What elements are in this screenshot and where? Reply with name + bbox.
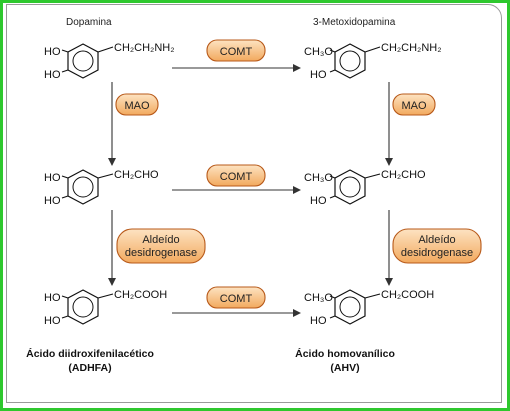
aldehyde-right-structure: CH₃O HO CH₂CHO bbox=[304, 169, 426, 207]
ahv-ho: HO bbox=[310, 315, 327, 327]
aldehyde-right-och3: CH₃O bbox=[304, 172, 333, 184]
dopamine-title: Dopamina bbox=[66, 17, 112, 28]
aldehyde-dehydrogenase-pill-right: Aldeído desidrogenase bbox=[392, 228, 482, 264]
adhfa-ho-top: HO bbox=[44, 292, 61, 304]
ald-left-line1: Aldeído bbox=[142, 234, 179, 246]
adhfa-name: Ácido diidroxifenilacético bbox=[26, 347, 154, 360]
comt-pill-middle: COMT bbox=[206, 164, 266, 187]
dopamine-ho-top: HO bbox=[44, 46, 61, 58]
methoxydopamine-structure: CH₃O HO CH₂CH₂NH₂ bbox=[304, 42, 441, 81]
mao-label-left: MAO bbox=[124, 100, 150, 112]
methoxydopamine-ho: HO bbox=[310, 69, 327, 81]
adhfa-abbr: (ADHFA) bbox=[68, 362, 111, 374]
dopamine-chain: CH₂CH₂NH₂ bbox=[114, 42, 174, 54]
dopamine-structure: HO HO CH₂CH₂NH₂ bbox=[44, 42, 174, 81]
comt-label-bottom: COMT bbox=[220, 293, 253, 305]
dopamine-ho-bottom: HO bbox=[44, 69, 61, 81]
comt-pill-top: COMT bbox=[206, 39, 266, 62]
mao-pill-right: MAO bbox=[392, 93, 436, 116]
methoxydopamine-och3: CH₃O bbox=[304, 46, 333, 58]
mao-pill-left: MAO bbox=[115, 93, 159, 116]
diagram-panel bbox=[6, 4, 502, 403]
adhfa-structure: HO HO CH₂COOH bbox=[44, 289, 167, 327]
methoxydopamine-chain: CH₂CH₂NH₂ bbox=[381, 42, 441, 54]
aldehyde-left-ho-top: HO bbox=[44, 172, 61, 184]
aldehyde-dehydrogenase-pill-left: Aldeído desidrogenase bbox=[116, 228, 206, 264]
ald-left-line2: desidrogenase bbox=[125, 247, 197, 259]
methoxydopamine-title: 3-Metoxidopamina bbox=[313, 17, 396, 28]
aldehyde-left-ho-bottom: HO bbox=[44, 195, 61, 207]
ahv-name: Ácido homovanílico bbox=[295, 347, 395, 360]
mao-label-right: MAO bbox=[401, 100, 427, 112]
comt-label-middle: COMT bbox=[220, 171, 253, 183]
ahv-chain: CH₂COOH bbox=[381, 289, 434, 301]
aldehyde-right-chain: CH₂CHO bbox=[381, 169, 426, 181]
comt-pill-bottom: COMT bbox=[206, 286, 266, 309]
ahv-abbr: (AHV) bbox=[330, 362, 359, 374]
adhfa-chain: CH₂COOH bbox=[114, 289, 167, 301]
aldehyde-right-ho: HO bbox=[310, 195, 327, 207]
ahv-structure: CH₃O HO CH₂COOH bbox=[304, 289, 434, 327]
comt-label-top: COMT bbox=[220, 46, 253, 58]
ald-right-line1: Aldeído bbox=[418, 234, 455, 246]
ald-right-line2: desidrogenase bbox=[401, 247, 473, 259]
aldehyde-left-structure: HO HO CH₂CHO bbox=[44, 169, 159, 207]
adhfa-ho-bottom: HO bbox=[44, 315, 61, 327]
aldehyde-left-chain: CH₂CHO bbox=[114, 169, 159, 181]
ahv-och3: CH₃O bbox=[304, 292, 333, 304]
